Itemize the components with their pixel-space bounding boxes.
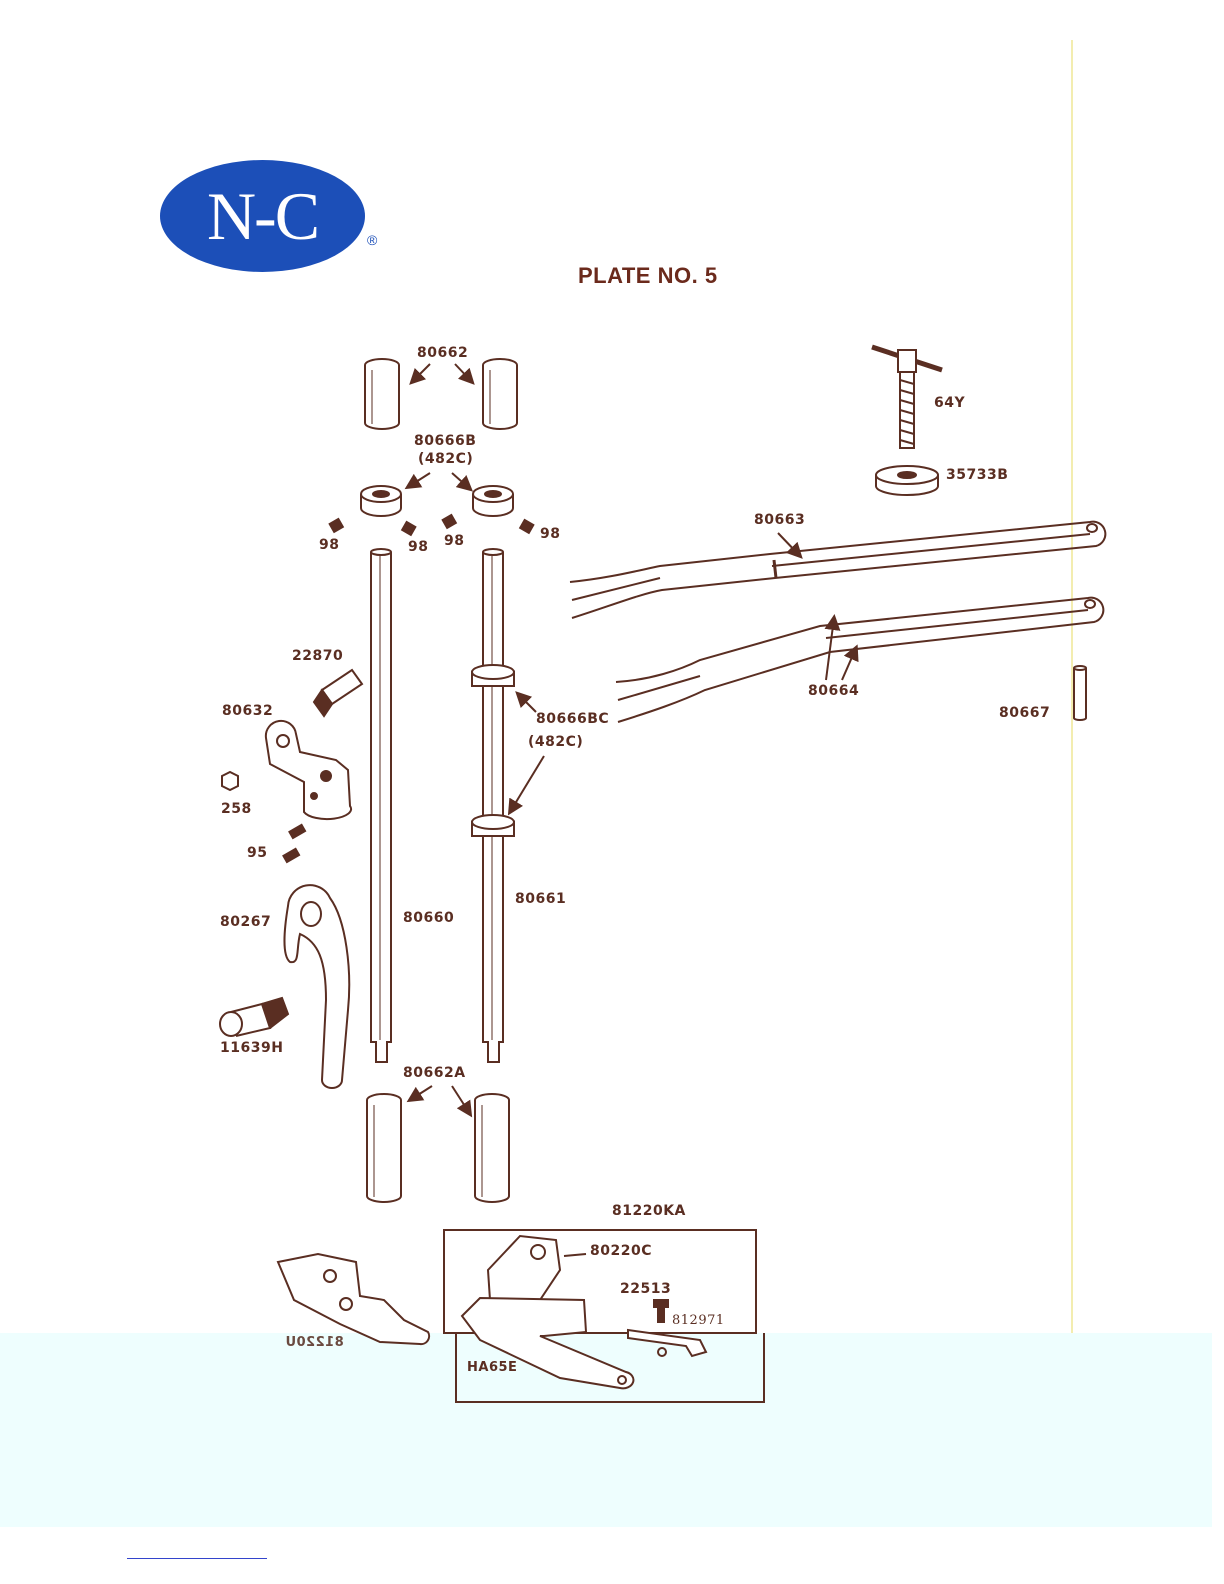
label-ha65e: HA65E (467, 1360, 517, 1375)
sleeve-80662-right (483, 359, 517, 429)
collar-80666b-right (473, 486, 513, 516)
label-258: 258 (221, 801, 252, 817)
label-98-d: 98 (540, 526, 560, 542)
label-81220ka: 81220KA (612, 1203, 686, 1219)
screw-95-a (289, 825, 305, 838)
label-80220c: 80220C (590, 1243, 652, 1259)
label-80663: 80663 (754, 512, 805, 528)
label-80662a: 80662A (403, 1065, 466, 1081)
label-80664: 80664 (808, 683, 859, 699)
holder-80220c (488, 1236, 586, 1300)
label-80632: 80632 (222, 703, 273, 719)
screw-98-c (443, 515, 456, 528)
label-35733b: 35733B (946, 467, 1008, 483)
sleeve-80662a-right (475, 1094, 509, 1202)
label-812971: 812971 (672, 1313, 725, 1328)
screw-22513 (654, 1300, 668, 1322)
lever-80663 (570, 522, 1105, 618)
collar-80666b-left (361, 486, 401, 516)
screw-11639h (220, 998, 288, 1036)
shaft-80661 (472, 549, 514, 1062)
sleeve-80662a-left (367, 1094, 401, 1202)
label-80267: 80267 (220, 914, 271, 930)
label-98-a: 98 (319, 537, 339, 553)
nut-258 (222, 772, 238, 790)
label-482c-mid: (482C) (528, 734, 583, 750)
arrow-80666bc-lower (510, 756, 544, 812)
arrow-80664-a (826, 618, 834, 680)
screw-98-d (520, 520, 533, 533)
label-80666b: 80666B (414, 433, 476, 449)
arrow-80666bc-upper (518, 694, 536, 712)
arrow-80662-right (455, 364, 472, 382)
lever-80267 (285, 885, 350, 1088)
label-80660: 80660 (403, 910, 454, 926)
screw-98-b (402, 522, 415, 535)
pin-80667 (1074, 666, 1086, 720)
label-80667: 80667 (999, 705, 1050, 721)
arrow-80666b-left (408, 473, 430, 487)
label-80662: 80662 (417, 345, 468, 361)
arrow-80662-left (412, 364, 430, 382)
label-11639h: 11639H (220, 1040, 283, 1056)
stud-22870 (314, 670, 362, 716)
presser-foot-left (278, 1254, 429, 1344)
label-22513: 22513 (620, 1281, 671, 1297)
lever-80664 (616, 598, 1103, 722)
knob-35733b (876, 466, 938, 495)
sleeve-80662-left (365, 359, 399, 429)
screw-98-a (330, 519, 343, 532)
label-80661: 80661 (515, 891, 566, 907)
screw-95-b (283, 849, 299, 862)
bracket-80632 (266, 721, 351, 819)
label-482c-top: (482C) (418, 451, 473, 467)
tscrew-64y (872, 347, 942, 448)
arrow-80662a-left (410, 1086, 432, 1100)
label-22870: 22870 (292, 648, 343, 664)
label-98-c: 98 (444, 533, 464, 549)
arrow-80662a-right (452, 1086, 470, 1114)
arrow-80666b-right (452, 473, 470, 489)
arrow-80664-b (842, 648, 856, 680)
label-95: 95 (247, 845, 267, 861)
label-80666bc: 80666BC (536, 711, 609, 727)
label-64y: 64Y (934, 395, 965, 411)
footer-underline (127, 1558, 267, 1559)
shaft-80660 (371, 549, 391, 1062)
label-98-b: 98 (408, 539, 428, 555)
label-mirrored-part: 81220U (285, 1335, 344, 1350)
